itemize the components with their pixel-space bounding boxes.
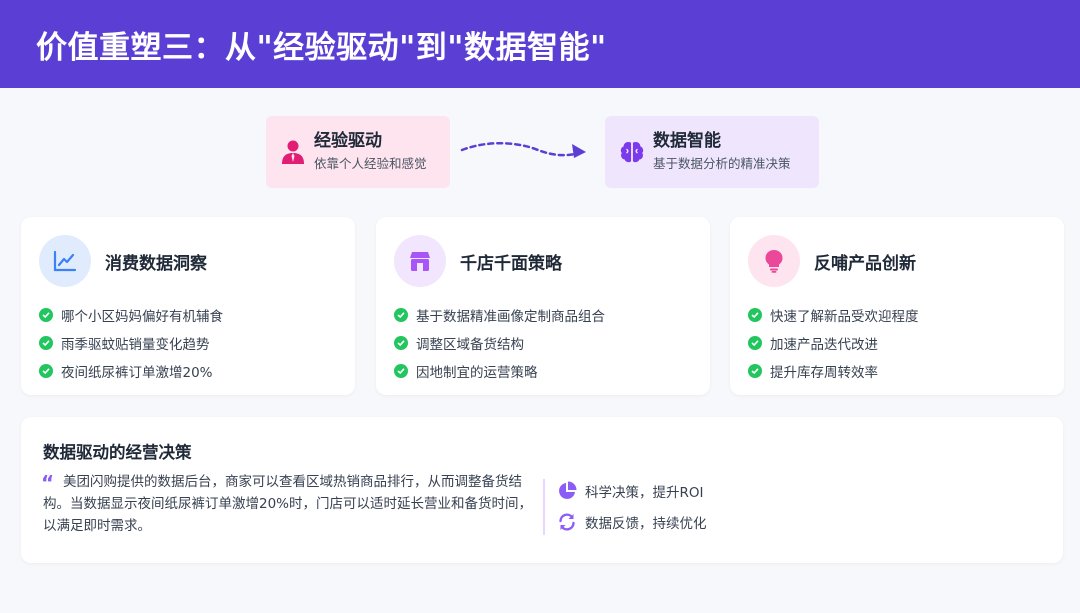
list-item: 夜间纸尿裤订单激增20% <box>39 357 355 385</box>
check-icon <box>394 364 408 378</box>
quote-icon: “ <box>41 471 55 495</box>
transition-arrow-icon <box>460 142 586 158</box>
data-intelligence-subtitle: 基于数据分析的精准决策 <box>653 156 791 171</box>
check-icon <box>39 336 53 350</box>
data-intelligence-title: 数据智能 <box>653 131 721 151</box>
list-item: 雨季驱蚊贴销量变化趋势 <box>39 329 355 357</box>
decision-title: 数据驱动的经营决策 <box>43 443 192 462</box>
check-icon <box>394 336 408 350</box>
benefit-item: 数据反馈，持续优化 <box>557 512 707 532</box>
pie-chart-icon <box>557 481 577 501</box>
list-item-text: 提升库存周转效率 <box>770 365 878 381</box>
card-title: 千店千面策略 <box>460 253 562 274</box>
card-title: 消费数据洞察 <box>105 253 207 274</box>
list-item-text: 基于数据精准画像定制商品组合 <box>416 309 605 325</box>
benefit-label: 科学决策，提升ROI <box>585 485 704 501</box>
list-item-text: 调整区域备货结构 <box>416 337 524 353</box>
header-banner: 价值重塑三：从"经验驱动"到"数据智能" <box>0 0 1080 88</box>
list-item-text: 加速产品迭代改进 <box>770 337 878 353</box>
list-item: 快速了解新品受欢迎程度 <box>748 301 1064 329</box>
list-item: 因地制宜的运营策略 <box>394 357 710 385</box>
list-item: 提升库存周转效率 <box>748 357 1064 385</box>
sync-icon <box>557 512 577 532</box>
list-item-text: 雨季驱蚊贴销量变化趋势 <box>61 337 210 353</box>
store-strategy-card: 千店千面策略 基于数据精准画像定制商品组合 调整区域备货结构 因地制宜的运营策略 <box>376 217 710 395</box>
check-icon <box>39 308 53 322</box>
list-item-text: 快速了解新品受欢迎程度 <box>770 309 919 325</box>
check-icon <box>39 364 53 378</box>
check-icon <box>748 336 762 350</box>
experience-driven-box: 经验驱动 依靠个人经验和感觉 <box>266 116 450 188</box>
consumer-insight-card: 消费数据洞察 哪个小区妈妈偏好有机辅食 雨季驱蚊贴销量变化趋势 夜间纸尿裤订单激… <box>21 217 355 395</box>
person-icon <box>280 139 306 165</box>
card-title: 反哺产品创新 <box>814 253 916 274</box>
lightbulb-icon <box>748 235 800 287</box>
list-item: 加速产品迭代改进 <box>748 329 1064 357</box>
data-intelligence-box: 数据智能 基于数据分析的精准决策 <box>605 116 819 188</box>
brain-icon <box>619 139 645 165</box>
page-title: 价值重塑三：从"经验驱动"到"数据智能" <box>36 29 607 66</box>
list-item-text: 因地制宜的运营策略 <box>416 365 538 381</box>
list-item: 基于数据精准画像定制商品组合 <box>394 301 710 329</box>
experience-driven-subtitle: 依靠个人经验和感觉 <box>314 156 427 171</box>
list-item-text: 夜间纸尿裤订单激增20% <box>61 365 213 381</box>
benefit-label: 数据反馈，持续优化 <box>585 516 707 532</box>
experience-driven-title: 经验驱动 <box>314 131 382 151</box>
check-icon <box>748 308 762 322</box>
list-item-text: 哪个小区妈妈偏好有机辅食 <box>61 309 223 325</box>
divider <box>543 479 545 535</box>
decision-quote: 美团闪购提供的数据后台，商家可以查看区域热销商品排行，从而调整备货结构。当数据显… <box>43 474 533 534</box>
list-item: 哪个小区妈妈偏好有机辅食 <box>39 301 355 329</box>
check-icon <box>748 364 762 378</box>
store-icon <box>394 235 446 287</box>
check-icon <box>394 308 408 322</box>
decision-section: 数据驱动的经营决策 “ 美团闪购提供的数据后台，商家可以查看区域热销商品排行，从… <box>21 417 1063 563</box>
product-innovation-card: 反哺产品创新 快速了解新品受欢迎程度 加速产品迭代改进 提升库存周转效率 <box>730 217 1064 395</box>
list-item: 调整区域备货结构 <box>394 329 710 357</box>
chart-line-icon <box>39 235 91 287</box>
benefit-item: 科学决策，提升ROI <box>557 481 704 501</box>
